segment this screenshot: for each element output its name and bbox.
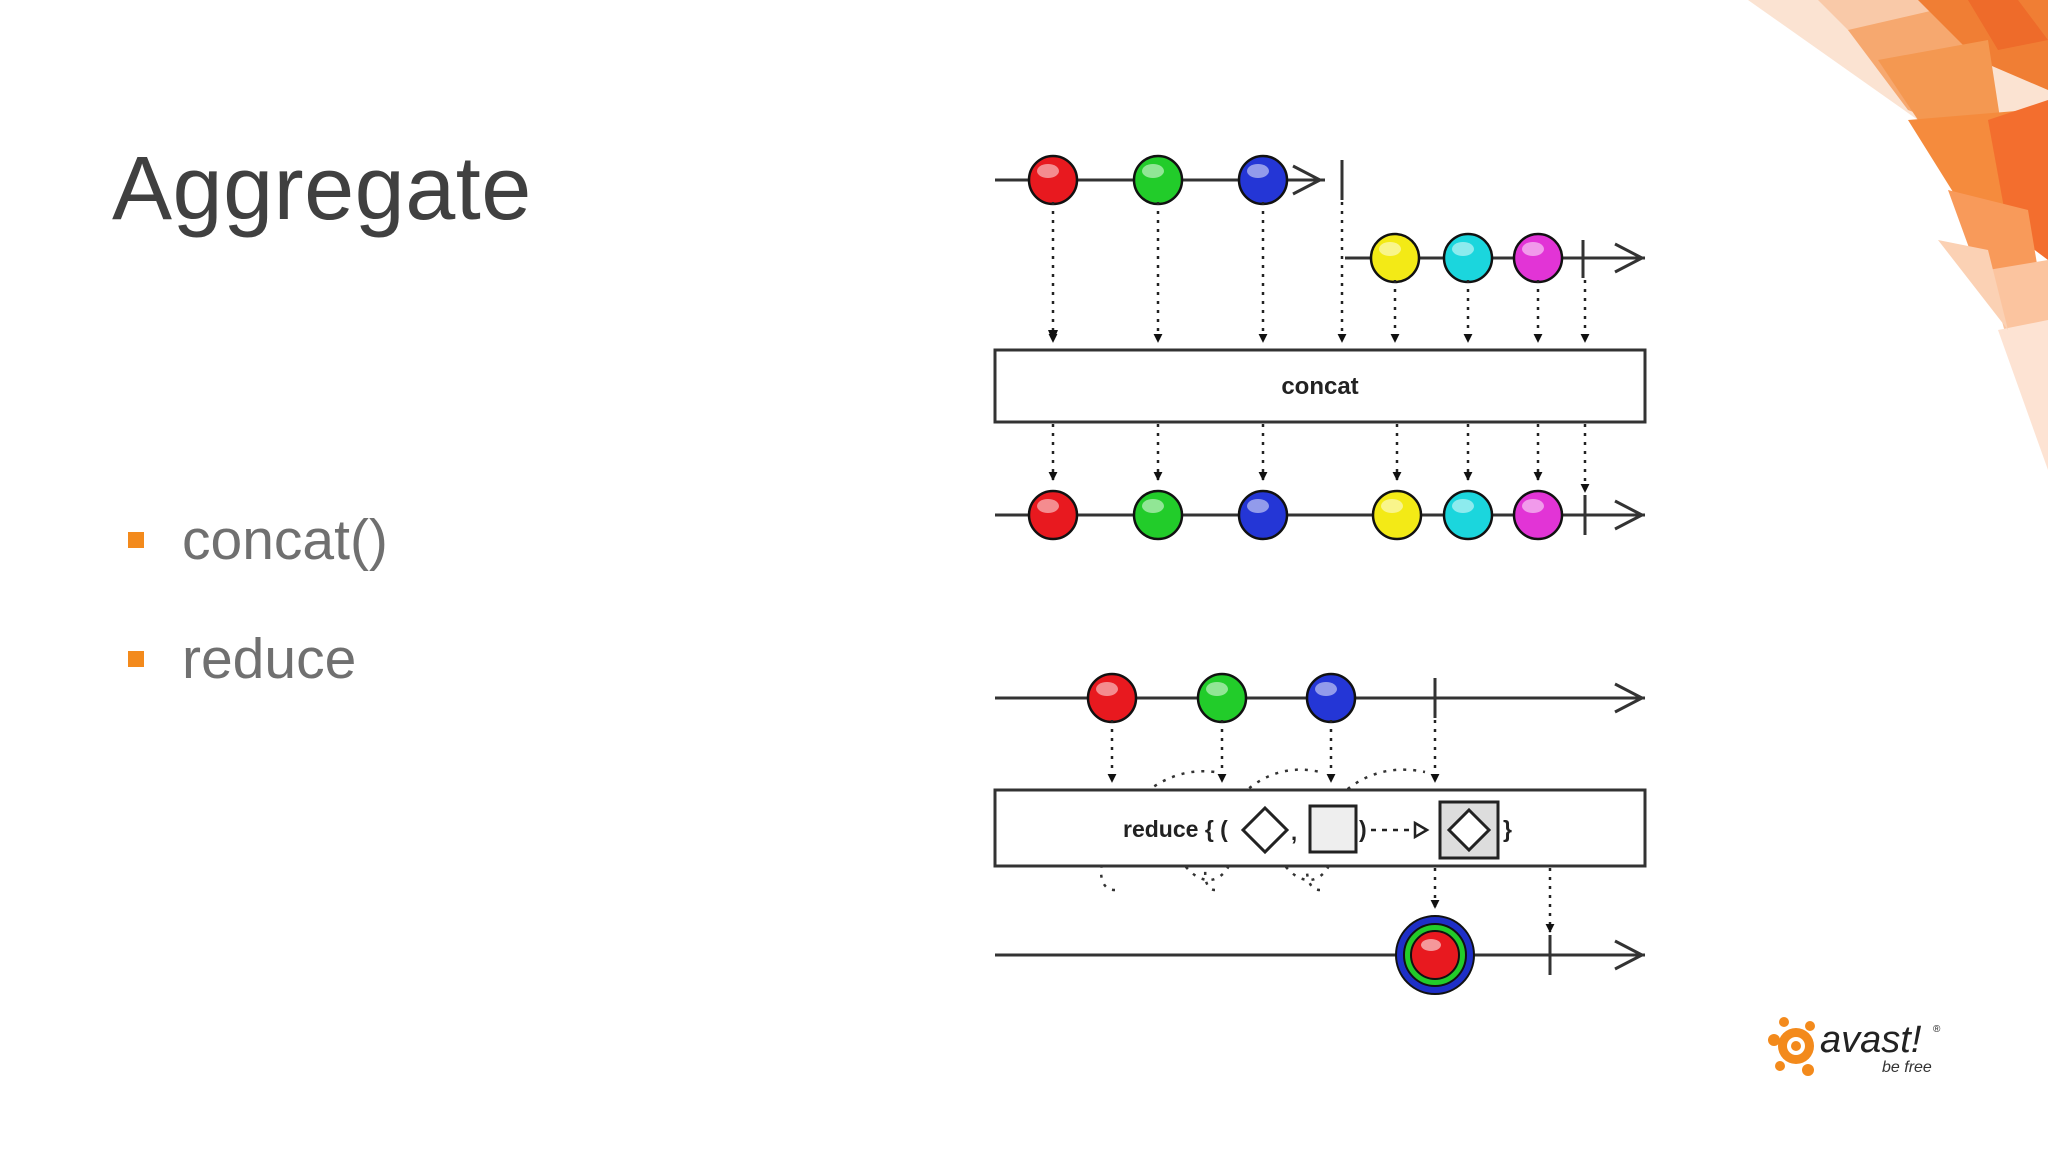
concat-operator-label: concat — [1281, 373, 1358, 400]
concat-output-arrows — [1048, 424, 1590, 493]
timeline-reduce-result — [995, 935, 1646, 975]
marble-magenta — [1512, 489, 1564, 541]
marble-red — [1086, 672, 1138, 724]
marble-blue — [1237, 154, 1289, 206]
marble-blue — [1237, 489, 1289, 541]
bullet-square-icon — [128, 651, 144, 667]
marble-magenta — [1512, 232, 1564, 284]
marble-group-reduce-source — [1086, 672, 1357, 724]
marble-yellow — [1369, 232, 1421, 284]
diamond-icon — [1446, 807, 1492, 853]
slide-title: Aggregate — [112, 139, 532, 240]
arrow-icon — [1413, 820, 1430, 840]
reduce-result-marble — [1395, 915, 1475, 995]
svg-text:,: , — [1291, 820, 1297, 845]
concat-input-arrows — [1048, 202, 1590, 343]
marble-green — [1196, 672, 1248, 724]
marble-cyan — [1442, 232, 1494, 284]
accumulator-loops — [1099, 768, 1426, 892]
reduce-operator-label: reduce { ( — [1123, 816, 1228, 842]
concat-operator-box — [993, 348, 1647, 424]
marble-group-source-a — [1027, 154, 1289, 206]
logo-mark: ® — [1933, 1024, 1941, 1035]
marble-green — [1132, 154, 1184, 206]
marble-blue — [1305, 672, 1357, 724]
avast-logo: avast! ® be free — [1768, 1017, 1941, 1076]
reduce-function-glyphs: , ) } — [1240, 800, 1512, 860]
marble-cyan — [1442, 489, 1494, 541]
reduce-operator-label-end: ) — [1359, 816, 1367, 842]
marble-red — [1027, 489, 1079, 541]
marble-yellow — [1371, 489, 1423, 541]
marble-red — [1027, 154, 1079, 206]
bullet-item: reduce — [128, 627, 388, 691]
marble-green — [1132, 489, 1184, 541]
bullet-item: concat() — [128, 508, 388, 572]
bullet-square-icon — [128, 532, 144, 548]
marble-diagrams: concat — [993, 154, 1647, 995]
logo-brand: avast! — [1820, 1019, 1922, 1061]
concat-diagram: concat — [993, 154, 1647, 541]
square-icon — [1308, 804, 1358, 854]
reduce-input-arrows — [1107, 720, 1440, 783]
avast-orb-icon — [1768, 1017, 1815, 1076]
bullet-list: concat() reduce — [128, 508, 388, 748]
logo-tagline: be free — [1882, 1059, 1932, 1076]
corner-polygon-art — [1748, 0, 2048, 470]
reduce-output-arrows — [1430, 868, 1555, 933]
marble-group-concat-result — [1027, 489, 1564, 541]
reduce-diagram: reduce { ( , ) } — [993, 672, 1647, 995]
marble-group-source-b — [1369, 232, 1564, 284]
svg-text:}: } — [1503, 816, 1512, 842]
bullet-text: concat() — [182, 508, 388, 572]
diamond-icon — [1240, 805, 1290, 855]
bullet-text: reduce — [182, 627, 357, 691]
